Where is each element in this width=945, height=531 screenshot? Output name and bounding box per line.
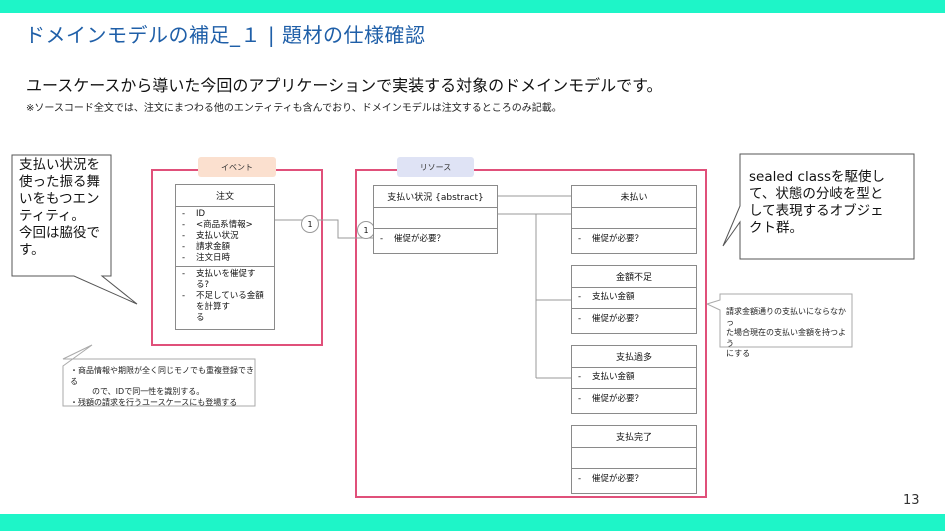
- attribute: ID: [196, 209, 206, 219]
- inheritance-tree: [535, 214, 571, 379]
- method: 催促が必要？: [592, 234, 644, 244]
- page-number: 13: [903, 493, 920, 508]
- method-section: -催促が必要？: [578, 474, 644, 484]
- note-line: ので、IDで同一性を識別する。: [92, 387, 205, 396]
- note-line: ・残額の請求を行うユースケースにも登場する: [70, 397, 238, 407]
- attribute: 注文日時: [196, 253, 231, 263]
- callout-line: 支払い状況を: [19, 157, 100, 173]
- class-name: 支払過多: [572, 346, 696, 368]
- callout-line: て、状態の分岐を型と: [749, 186, 884, 202]
- class-name: 未払い: [572, 186, 696, 208]
- attribute: <商品系情報>: [196, 220, 253, 230]
- note-line: ・商品情報や期限が全く同じモノでも重複登録できる: [70, 366, 254, 386]
- callout-line: クト群。: [749, 220, 803, 236]
- payment-status-class-box: 支払い状況 {abstract} -催促が必要？: [373, 185, 498, 254]
- callout-line: 今回は脇役で: [19, 225, 100, 241]
- completed-class-box: 支払完了 -催促が必要？: [571, 425, 697, 494]
- attribute: 支払い金額: [592, 292, 635, 302]
- class-name: 注文: [176, 185, 274, 207]
- method-section: -催促が必要？: [380, 234, 446, 244]
- method: る: [196, 313, 205, 323]
- method: 催促が必要？: [592, 394, 644, 404]
- unpaid-class-box: 未払い -催促が必要？: [571, 185, 697, 254]
- resource-tag: リソース: [397, 157, 474, 177]
- attribute-section: -支払い金額: [572, 288, 696, 309]
- callout-line: いをもつエン: [19, 191, 100, 207]
- callout-line: ティティ。: [19, 208, 85, 224]
- inheritance-connector: [498, 195, 571, 215]
- attribute: 支払い金額: [592, 372, 635, 382]
- left-callout-text: 支払い状況を 使った振る舞 いをもつエン ティティ。 今回は脇役で す。: [19, 157, 100, 259]
- attribute-section: -ID -<商品系情報> -支払い状況 -請求金額 -注文日時: [176, 207, 274, 267]
- method: 催促が必要？: [394, 234, 446, 244]
- slide-note: ※ソースコード全文では、注文にまつわる他のエンティティも含んでおり、ドメインモデ…: [26, 103, 562, 114]
- note-line: た場合現在の支払い金額を持つよう: [726, 328, 846, 348]
- left-callout-bubble: [11, 154, 138, 305]
- class-name: 支払い状況 {abstract}: [374, 186, 497, 208]
- right-callout-bubble: [722, 153, 915, 260]
- class-name: 金額不足: [572, 266, 696, 288]
- method-section: -催促が必要？: [578, 314, 644, 324]
- attribute-section: -支払い金額: [572, 368, 696, 389]
- order-class-box: 注文 -ID -<商品系情報> -支払い状況 -請求金額 -注文日時 -支払いを…: [175, 184, 275, 330]
- method: 催促が必要？: [592, 474, 644, 484]
- class-name: 支払完了: [572, 426, 696, 448]
- method: 催促が必要？: [592, 314, 644, 324]
- attribute: 請求金額: [196, 242, 231, 252]
- right-note-box: [705, 293, 853, 348]
- method-section: -支払いを催促する? -不足している金額を計算す る: [176, 267, 274, 326]
- slide-title: ドメインモデルの補足_１ | 題材の仕様確認: [25, 23, 426, 47]
- callout-line: sealed classを駆使し: [749, 169, 886, 185]
- attribute: 支払い状況: [196, 231, 239, 241]
- method: 支払いを催促する?: [196, 269, 256, 290]
- right-callout-text: sealed classを駆使し て、状態の分岐を型と して表現するオブジェ ク…: [749, 169, 885, 237]
- bottom-note-text: ・商品情報や期限が全く同じモノでも重複登録できる ので、IDで同一性を識別する。…: [70, 366, 254, 408]
- bottom-accent-bar: [0, 514, 945, 531]
- resource-frame: [355, 169, 707, 498]
- callout-line: 使った振る舞: [19, 174, 100, 190]
- slide-subtitle: ユースケースから導いた今回のアプリケーションで実装する対象のドメインモデルです。: [26, 76, 663, 95]
- multiplicity-left: 1: [301, 215, 319, 233]
- method: 不足している金額を計算す: [196, 291, 264, 312]
- bottom-note-box: [62, 344, 256, 407]
- method-section: -催促が必要？: [578, 234, 644, 244]
- note-line: にする: [726, 349, 751, 358]
- top-accent-bar: [0, 0, 945, 13]
- right-note-text: 請求金額通りの支払いにならなかっ た場合現在の支払い金額を持つよう にする: [726, 307, 850, 360]
- insufficient-class-box: 金額不足 -支払い金額 -催促が必要？: [571, 265, 697, 334]
- attribute-section: [572, 448, 696, 469]
- callout-line: して表現するオブジェ: [749, 203, 884, 219]
- attribute-section: [572, 208, 696, 229]
- event-tag: イベント: [198, 157, 276, 177]
- callout-line: す。: [19, 242, 45, 258]
- note-line: 請求金額通りの支払いにならなかっ: [726, 307, 846, 327]
- method-section: -催促が必要？: [578, 394, 644, 404]
- attribute-section: [374, 208, 497, 229]
- overpaid-class-box: 支払過多 -支払い金額 -催促が必要？: [571, 345, 697, 414]
